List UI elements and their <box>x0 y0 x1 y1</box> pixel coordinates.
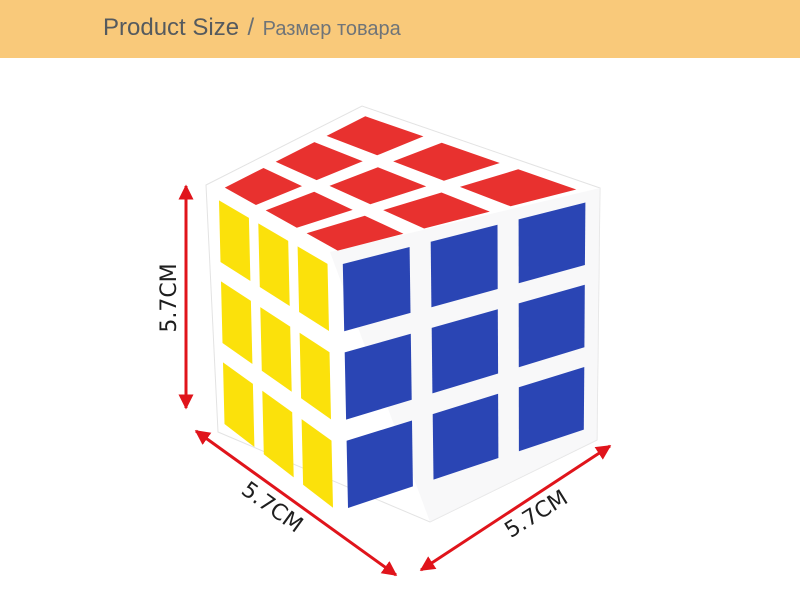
height-label: 5.7CM <box>157 263 182 332</box>
top-face-tiles <box>224 116 577 251</box>
height-dimension: 5.7CM <box>157 184 194 410</box>
red-sticker <box>306 215 404 251</box>
yellow-sticker <box>258 223 290 306</box>
yellow-sticker <box>260 307 292 392</box>
title-russian: Размер товара <box>262 18 401 40</box>
blue-sticker <box>344 333 412 420</box>
blue-sticker <box>518 367 585 452</box>
header-bar: Product Size / Размер товара <box>0 0 800 58</box>
red-sticker <box>224 168 302 205</box>
title-english: Product Size <box>103 14 240 41</box>
red-sticker <box>459 169 577 207</box>
yellow-sticker <box>297 246 329 331</box>
red-sticker <box>265 191 353 228</box>
blue-sticker <box>430 224 498 308</box>
title-separator: / <box>247 14 255 41</box>
red-sticker <box>383 192 490 229</box>
rubiks-cube <box>205 105 601 523</box>
product-image: 5.7CM 5.7CM 5.7CM <box>157 105 612 577</box>
blue-sticker <box>518 284 585 368</box>
yellow-sticker <box>219 200 251 281</box>
left-width-arrow <box>194 429 398 577</box>
blue-sticker <box>518 202 586 284</box>
red-sticker <box>329 167 427 205</box>
page-title: Product Size / Размер товара <box>103 14 401 42</box>
blue-sticker <box>431 309 499 394</box>
yellow-sticker <box>223 362 255 447</box>
red-sticker <box>275 142 363 181</box>
yellow-sticker <box>299 332 331 420</box>
blue-sticker <box>342 247 411 332</box>
red-sticker <box>326 116 424 156</box>
yellow-sticker <box>221 281 253 364</box>
red-sticker <box>393 142 500 181</box>
right-width-arrow <box>419 444 612 572</box>
